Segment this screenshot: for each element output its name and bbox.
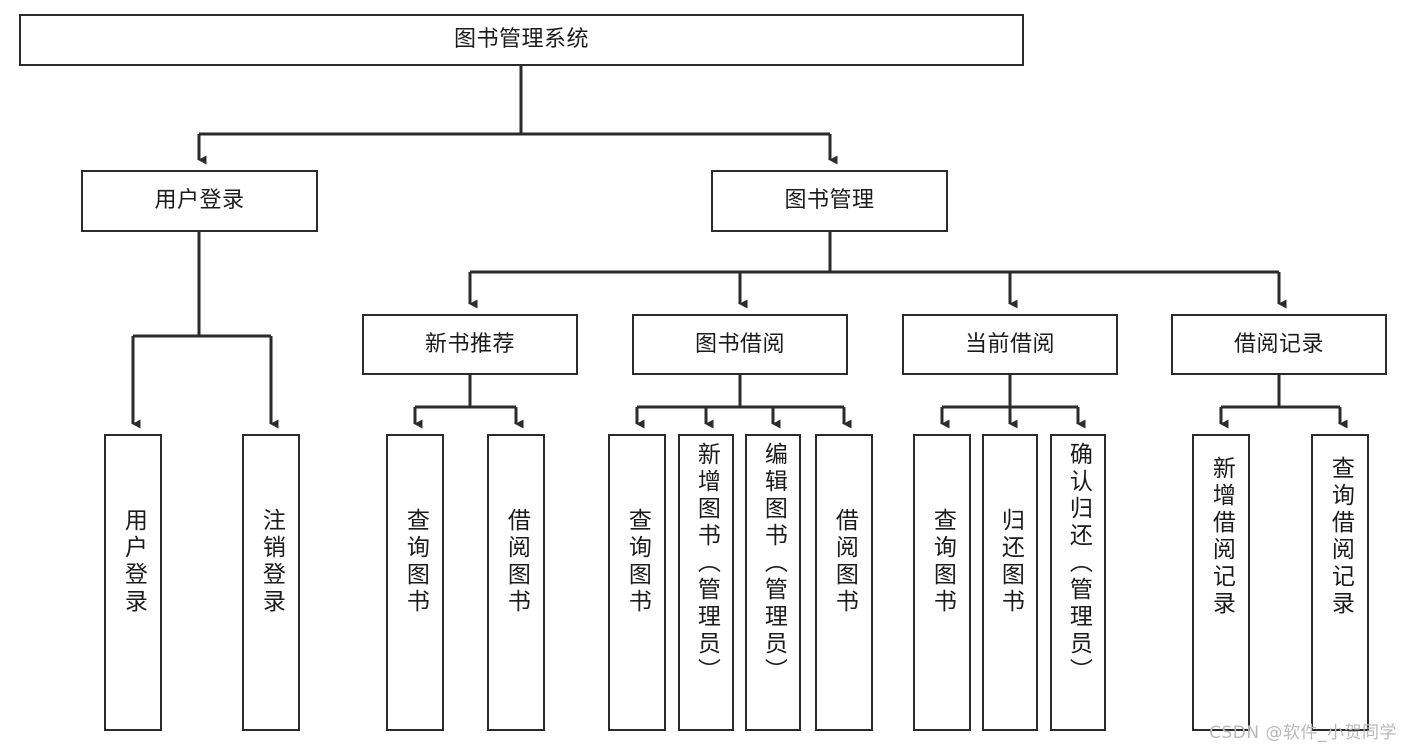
- node-borrow-record-label: 借阅记录: [1233, 331, 1324, 357]
- node-current-borrow-label: 当前借阅: [964, 331, 1055, 357]
- node-leaf-query-book-3[interactable]: 查询图书: [913, 434, 971, 731]
- node-leaf-borrow-book-1-label: 借阅图书: [503, 508, 530, 616]
- node-book-borrow[interactable]: 图书借阅: [632, 314, 848, 375]
- node-leaf-query-record[interactable]: 查询借阅记录: [1311, 434, 1369, 731]
- node-leaf-query-book-1-label: 查询图书: [402, 508, 429, 616]
- node-book-manage-label: 图书管理: [784, 188, 875, 214]
- node-leaf-query-book-2[interactable]: 查询图书: [608, 434, 666, 731]
- node-leaf-logout-label: 注销登录: [258, 508, 285, 616]
- node-root[interactable]: 图书管理系统: [19, 14, 1024, 66]
- node-root-label: 图书管理系统: [453, 27, 589, 53]
- node-leaf-query-book-3-label: 查询图书: [929, 508, 956, 616]
- node-leaf-add-record-label: 新增借阅记录: [1208, 456, 1235, 618]
- node-leaf-add-record[interactable]: 新增借阅记录: [1192, 434, 1250, 731]
- node-leaf-confirm-return-label: 确认归还（管理员）: [1065, 442, 1092, 685]
- node-leaf-query-book-1[interactable]: 查询图书: [386, 434, 444, 731]
- node-leaf-borrow-book-2-label: 借阅图书: [831, 508, 858, 616]
- node-leaf-return-book[interactable]: 归还图书: [982, 434, 1038, 731]
- node-leaf-confirm-return[interactable]: 确认归还（管理员）: [1050, 434, 1106, 731]
- node-leaf-borrow-book-1[interactable]: 借阅图书: [487, 434, 545, 731]
- node-leaf-add-book[interactable]: 新增图书（管理员）: [678, 434, 734, 731]
- node-leaf-user-login[interactable]: 用户登录: [104, 434, 162, 731]
- node-leaf-logout[interactable]: 注销登录: [242, 434, 300, 731]
- node-leaf-return-book-label: 归还图书: [997, 508, 1024, 616]
- node-book-borrow-label: 图书借阅: [694, 331, 785, 357]
- node-leaf-query-record-label: 查询借阅记录: [1327, 456, 1354, 618]
- watermark-text: CSDN @软件_小贺同学: [1209, 723, 1397, 743]
- node-book-manage[interactable]: 图书管理: [711, 170, 948, 232]
- node-user-login[interactable]: 用户登录: [81, 170, 318, 232]
- node-user-login-label: 用户登录: [154, 188, 245, 214]
- node-new-book-rec[interactable]: 新书推荐: [362, 314, 578, 375]
- node-leaf-add-book-label: 新增图书（管理员）: [693, 442, 720, 685]
- node-leaf-edit-book[interactable]: 编辑图书（管理员）: [745, 434, 801, 731]
- node-new-book-rec-label: 新书推荐: [424, 331, 515, 357]
- node-leaf-query-book-2-label: 查询图书: [624, 508, 651, 616]
- node-borrow-record[interactable]: 借阅记录: [1171, 314, 1387, 375]
- node-leaf-borrow-book-2[interactable]: 借阅图书: [815, 434, 873, 731]
- node-current-borrow[interactable]: 当前借阅: [902, 314, 1118, 375]
- node-leaf-edit-book-label: 编辑图书（管理员）: [760, 442, 787, 685]
- node-leaf-user-login-label: 用户登录: [120, 508, 147, 616]
